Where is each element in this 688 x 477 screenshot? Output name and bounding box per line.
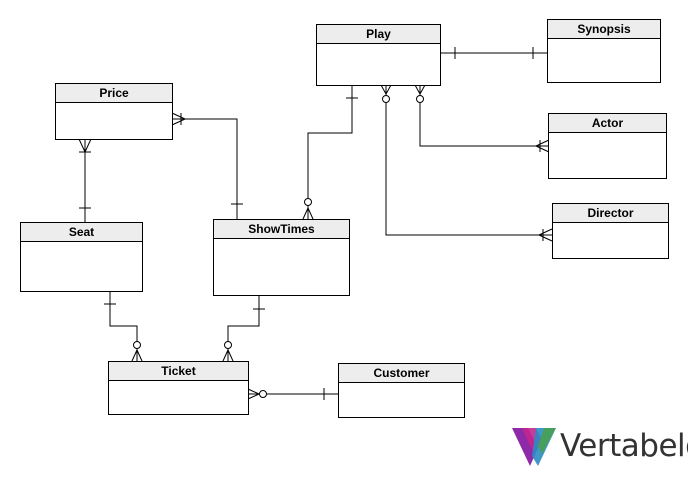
entity-price-title: Price — [56, 84, 172, 103]
edge-play-director — [380, 84, 553, 242]
entity-price[interactable]: Price — [55, 83, 173, 140]
entity-seat-title: Seat — [21, 223, 142, 242]
entity-director[interactable]: Director — [552, 203, 669, 259]
entity-synopsis-title: Synopsis — [548, 20, 660, 39]
entity-showtimes-title: ShowTimes — [214, 220, 349, 239]
edge-play-actor — [414, 84, 550, 153]
entity-director-title: Director — [553, 204, 668, 223]
entity-actor[interactable]: Actor — [548, 113, 667, 179]
brand-name: Vertabelo — [560, 428, 688, 464]
entity-ticket[interactable]: Ticket — [108, 361, 249, 415]
entity-ticket-title: Ticket — [109, 362, 248, 381]
edge-ticket-customer — [247, 388, 339, 400]
entity-play[interactable]: Play — [316, 24, 441, 86]
entity-showtimes[interactable]: ShowTimes — [213, 219, 350, 296]
entity-play-title: Play — [317, 25, 440, 44]
vertabelo-mark-icon — [512, 428, 556, 466]
entity-actor-title: Actor — [549, 114, 666, 133]
edge-showtimes-ticket — [222, 295, 265, 362]
entity-customer-title: Customer — [339, 364, 464, 383]
edge-seat-ticket — [104, 291, 143, 362]
edge-price-showtimes — [171, 112, 243, 219]
edge-price-seat — [78, 138, 92, 222]
edge-play-synopsis — [440, 47, 548, 59]
entity-customer[interactable]: Customer — [338, 363, 465, 418]
entity-seat[interactable]: Seat — [20, 222, 143, 292]
entity-synopsis[interactable]: Synopsis — [547, 19, 661, 83]
vertabelo-logo: Vertabelo — [512, 426, 688, 470]
edge-play-showtimes — [302, 85, 358, 220]
